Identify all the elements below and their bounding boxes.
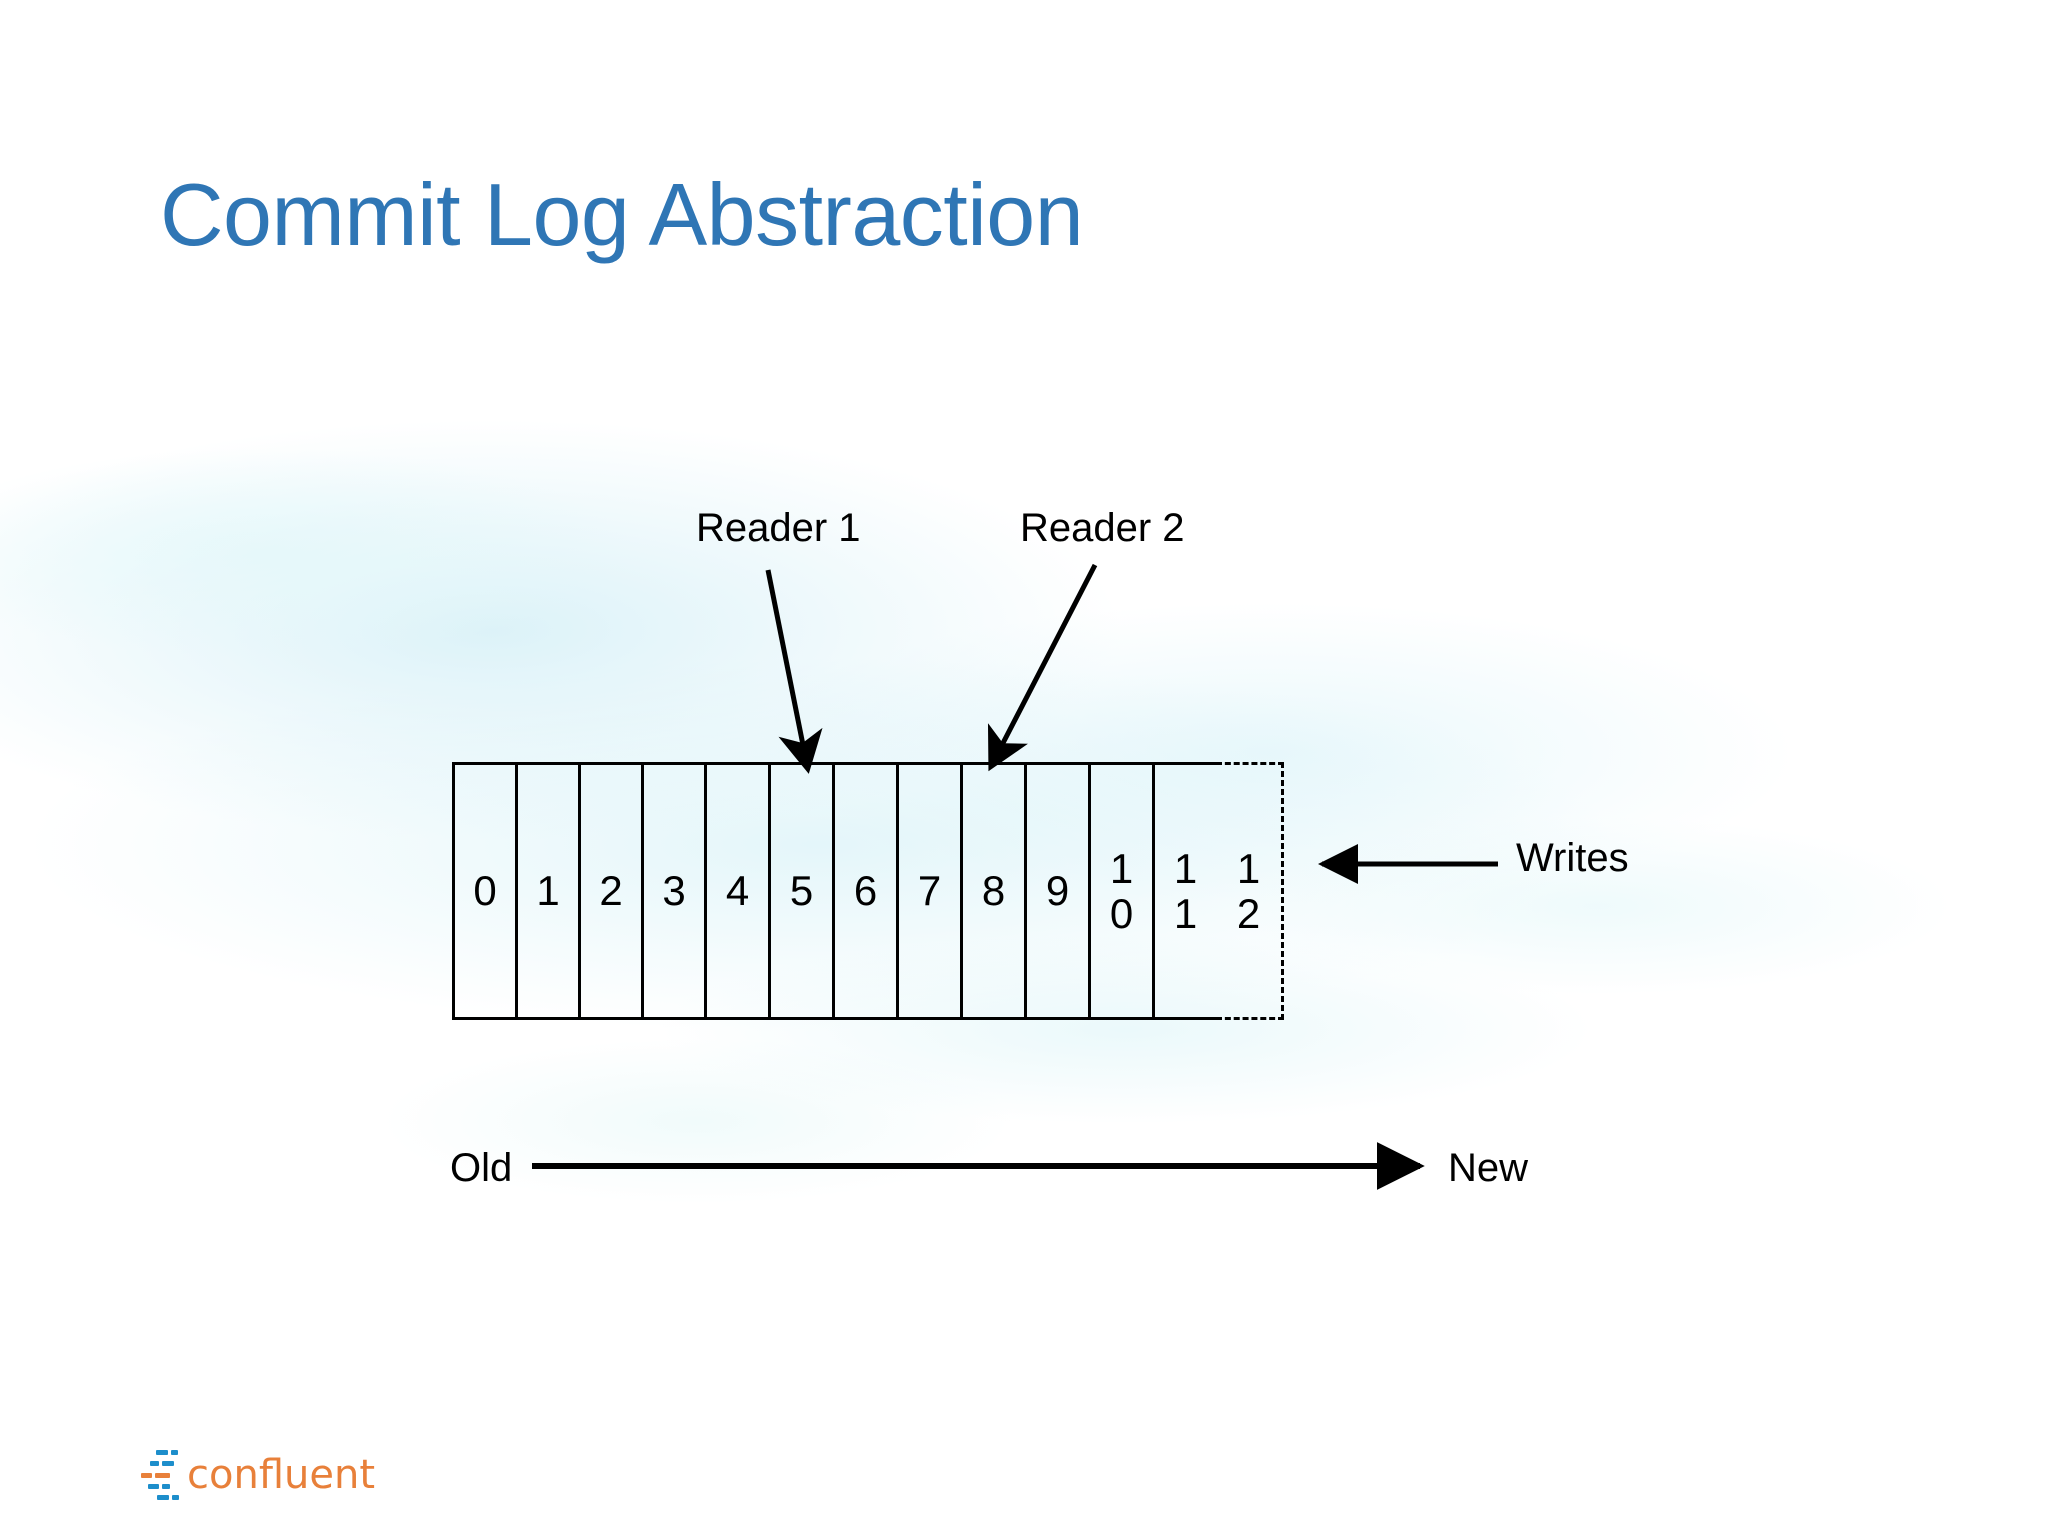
log-cell[interactable]: 3: [641, 762, 704, 1020]
log-cell[interactable]: 6: [832, 762, 896, 1020]
log-cell-digit: 1: [1173, 890, 1198, 937]
confluent-logo: confluent: [140, 1448, 375, 1500]
log-cell[interactable]: 0: [452, 762, 515, 1020]
commit-log-cell-strip: 0 1 2 3 4 5 6 7 8: [452, 762, 1284, 1020]
log-cell-digit: 6: [853, 867, 878, 915]
reader-1-pointer-arrow: [765, 569, 823, 774]
log-cell[interactable]: 7: [896, 762, 960, 1020]
log-cell[interactable]: 2: [578, 762, 641, 1020]
log-cell-digit: 3: [662, 867, 686, 915]
log-cell-digit: 1: [1173, 844, 1198, 892]
reader-2-pointer-arrow: [987, 563, 1098, 772]
confluent-mark-icon: [140, 1448, 180, 1500]
axis-new-label: New: [1448, 1146, 1529, 1190]
log-cell-digit: 4: [725, 867, 750, 915]
log-cell-digit: 7: [917, 867, 942, 915]
log-cell-digit: 9: [1045, 867, 1070, 915]
log-cell[interactable]: 8: [960, 762, 1024, 1020]
log-cell-digit: 5: [789, 867, 814, 915]
page-title: Commit Log Abstraction: [160, 165, 1084, 264]
log-cell-digit: 0: [473, 867, 497, 915]
log-cell-digit: 2: [599, 867, 623, 915]
log-cell[interactable]: 9: [1024, 762, 1088, 1020]
log-cell[interactable]: 1 0: [1088, 762, 1152, 1020]
reader-1-label: Reader 1: [696, 506, 861, 550]
log-cell-digit: 8: [981, 867, 1006, 915]
confluent-wordmark: confluent: [187, 1452, 376, 1498]
log-cell[interactable]: 1 1: [1152, 762, 1216, 1020]
log-cell-digit: 1: [1236, 844, 1261, 892]
log-cell-digit: 2: [1236, 890, 1261, 937]
log-cell-digit: 1: [536, 867, 560, 915]
log-cell[interactable]: 5: [768, 762, 832, 1020]
axis-old-label: Old: [450, 1146, 513, 1190]
log-cell-digit: 0: [1109, 890, 1134, 937]
log-cell[interactable]: 4: [704, 762, 768, 1020]
log-cell[interactable]: 1: [515, 762, 578, 1020]
log-cell-digit: 1: [1109, 844, 1134, 892]
writes-label: Writes: [1516, 836, 1629, 880]
reader-2-label: Reader 2: [1020, 506, 1185, 550]
log-cell-pending[interactable]: 1 2: [1216, 762, 1284, 1020]
